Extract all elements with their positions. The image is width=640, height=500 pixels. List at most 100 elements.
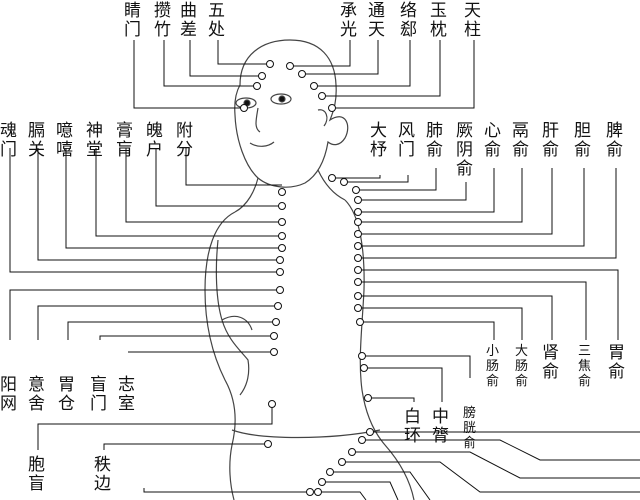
point-jueyinshu bbox=[354, 196, 362, 204]
leader-geshu bbox=[358, 168, 523, 223]
label-danshu: 胆 俞 bbox=[574, 121, 591, 160]
leader-yixi bbox=[65, 148, 282, 249]
point-shentang bbox=[278, 232, 286, 240]
leader-tongtian bbox=[302, 40, 379, 75]
torso-left-outline bbox=[204, 211, 236, 500]
label-shenshu: 肾 俞 bbox=[542, 343, 559, 382]
label-cuanzhu: 攒 竹 bbox=[154, 1, 171, 40]
label-yixi: 噫 嘻 bbox=[56, 121, 73, 160]
point-lower-8 bbox=[314, 488, 322, 496]
leader-jueyinshu bbox=[358, 182, 467, 201]
label-yuzhen: 玉 枕 bbox=[430, 1, 447, 40]
leader-shenshu bbox=[358, 295, 553, 340]
leader-huangmen bbox=[99, 335, 274, 340]
label-qucha: 曲 差 bbox=[180, 1, 197, 40]
mouth bbox=[249, 141, 275, 147]
acupoints bbox=[240, 60, 374, 496]
leader-chengguang bbox=[290, 40, 351, 67]
leader-ganshu bbox=[358, 168, 553, 235]
label-zhishi: 志 室 bbox=[118, 375, 135, 414]
leader-feishu bbox=[356, 168, 437, 191]
leader-weishu bbox=[358, 269, 619, 340]
label-fengmen: 风 门 bbox=[398, 121, 415, 160]
point-danshu bbox=[354, 242, 362, 250]
point-ganshu bbox=[354, 230, 362, 238]
point-dazhu bbox=[328, 174, 336, 182]
leader-lower-7 bbox=[143, 488, 310, 493]
label-gaohuang: 膏 肓 bbox=[116, 121, 133, 160]
label-huangmen: 盲 门 bbox=[90, 375, 107, 414]
point-zhibian bbox=[264, 440, 272, 448]
label-sanjiaoshu: 三 焦 俞 bbox=[578, 344, 592, 389]
leader-xiaochangshu bbox=[360, 321, 495, 340]
label-dazhu: 大 杼 bbox=[370, 121, 387, 160]
ear bbox=[317, 109, 328, 127]
label-jueyinshu: 厥 阴 俞 bbox=[456, 121, 473, 179]
leader-pishu bbox=[358, 168, 617, 259]
leader-geguan bbox=[37, 148, 282, 261]
point-baohuang bbox=[268, 400, 276, 408]
point-lower-3 bbox=[348, 448, 356, 456]
label-geguan: 膈 关 bbox=[28, 121, 45, 160]
leader-zhonglushu bbox=[364, 367, 443, 402]
point-tianzhu bbox=[328, 104, 336, 112]
leader-baihuanshu bbox=[368, 397, 415, 402]
leader-tianzhu bbox=[332, 40, 475, 109]
point-pohu bbox=[278, 202, 286, 210]
leader-fufen bbox=[185, 148, 282, 186]
leader-luoque bbox=[314, 40, 411, 87]
point-cuanzhu bbox=[253, 82, 261, 90]
point-weishu bbox=[354, 266, 362, 274]
right-eye bbox=[270, 93, 292, 105]
label-fufen: 附 分 bbox=[176, 121, 193, 160]
leader-lower-3 bbox=[352, 451, 640, 479]
leader-baohuang bbox=[37, 404, 273, 450]
leader-sanjiaoshu bbox=[358, 281, 587, 340]
point-jingming bbox=[240, 104, 248, 112]
point-xiaochangshu bbox=[356, 318, 364, 326]
waist-outline bbox=[231, 429, 381, 439]
nose bbox=[255, 107, 261, 133]
point-hunmen bbox=[276, 268, 284, 276]
point-weicang bbox=[272, 318, 280, 326]
leader-lower-6 bbox=[322, 481, 399, 500]
label-zhibian: 秩 边 bbox=[94, 455, 111, 494]
label-yanggang: 阳 网 bbox=[0, 375, 17, 414]
leader-qucha bbox=[189, 40, 262, 77]
point-pishu bbox=[354, 254, 362, 262]
human-figure-outline bbox=[204, 39, 415, 500]
point-dachangshu bbox=[354, 304, 362, 312]
leader-yishe bbox=[37, 305, 278, 340]
label-jingming: 睛 门 bbox=[124, 1, 141, 40]
leader-jingming bbox=[133, 40, 244, 109]
point-lower-7 bbox=[306, 488, 314, 496]
label-weishu: 胃 俞 bbox=[608, 343, 625, 382]
label-yishe: 意 舍 bbox=[28, 375, 45, 414]
point-lower-4 bbox=[338, 458, 346, 466]
head-outline bbox=[234, 39, 349, 188]
point-sanjiaoshu bbox=[354, 278, 362, 286]
label-chengguang: 承 光 bbox=[340, 1, 357, 40]
point-yishe bbox=[274, 302, 282, 310]
torso-right-outline bbox=[344, 199, 415, 500]
point-fengmen bbox=[340, 178, 348, 186]
right-pupil bbox=[278, 95, 286, 103]
point-yuzhen bbox=[318, 92, 326, 100]
leader-lower-2 bbox=[362, 439, 640, 461]
label-luoque: 络 郄 bbox=[400, 1, 417, 40]
label-feishu: 肺 俞 bbox=[426, 121, 443, 160]
label-baihuanshu: 白 环 bbox=[404, 407, 421, 446]
point-geshu bbox=[354, 218, 362, 226]
label-baohuang: 胞 盲 bbox=[28, 455, 45, 494]
point-fufen bbox=[278, 188, 286, 196]
arm-outline bbox=[215, 239, 253, 396]
leader-dachangshu bbox=[358, 307, 523, 340]
leader-yanggang bbox=[9, 289, 280, 340]
leader-shentang bbox=[95, 148, 282, 237]
point-lower-6 bbox=[318, 478, 326, 486]
point-luoque bbox=[310, 82, 318, 90]
leader-pohu bbox=[155, 148, 282, 207]
label-xiaochangshu: 小 肠 俞 bbox=[486, 344, 500, 389]
leader-pangguangshu bbox=[362, 355, 471, 378]
